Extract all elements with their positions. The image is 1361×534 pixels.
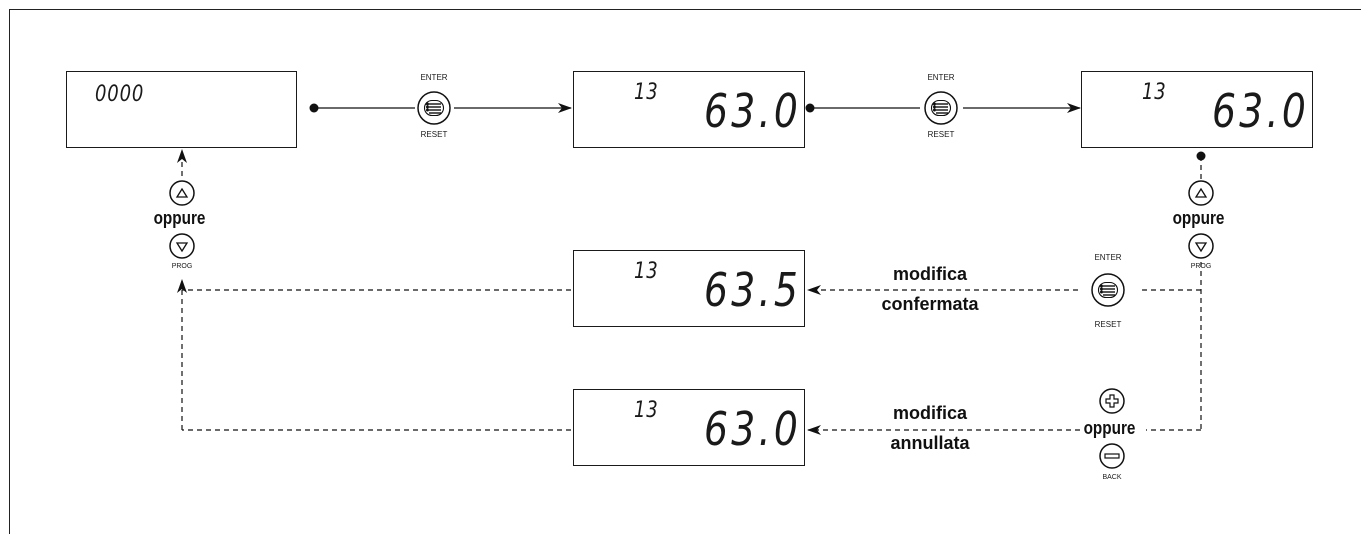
plus-button[interactable] (1099, 388, 1125, 414)
or-label: oppure (1171, 208, 1226, 229)
display-select: 13 63.0 (573, 71, 805, 148)
reset-caption: RESET (420, 130, 448, 139)
display-code: 0000 (95, 82, 145, 107)
annullata-label: annullata (890, 433, 970, 453)
back-caption: BACK (1102, 474, 1122, 481)
triangle-down-icon (1194, 242, 1208, 253)
display-confirmed: 13 63.5 (573, 250, 805, 327)
diagram-frame (9, 9, 1361, 534)
parameter-value-blinking: 63.0 (1212, 84, 1310, 138)
reset-caption: RESET (1094, 320, 1122, 329)
enter-button-3[interactable] (1091, 273, 1125, 307)
reset-caption: RESET (927, 130, 955, 139)
prog-caption: PROG (171, 263, 193, 270)
triangle-up-icon (175, 187, 189, 198)
triangle-up-icon (1194, 187, 1208, 198)
prog-caption: PROG (1190, 263, 1212, 270)
parameter-value: 63.5 (704, 263, 802, 317)
parameter-number: 13 (634, 398, 659, 423)
down-button-left[interactable] (169, 233, 195, 259)
modifica-label-cancel: modifica (892, 403, 967, 423)
menu-lines-icon (1097, 281, 1119, 299)
minus-icon (1104, 453, 1120, 459)
enter-button-1[interactable] (417, 91, 451, 125)
up-button-right[interactable] (1188, 180, 1214, 206)
parameter-number: 13 (1142, 80, 1167, 105)
parameter-value: 63.0 (704, 84, 802, 138)
menu-lines-icon (423, 99, 445, 117)
top-flow-lines (309, 103, 1081, 113)
left-return-flow (177, 149, 571, 431)
menu-lines-icon (930, 99, 952, 117)
up-button-left[interactable] (169, 180, 195, 206)
enter-caption: ENTER (420, 73, 448, 82)
parameter-value: 63.0 (704, 402, 802, 456)
enter-caption: ENTER (1094, 253, 1122, 262)
triangle-down-icon (175, 242, 189, 253)
or-label: oppure (152, 208, 207, 229)
right-dashed-flow (807, 151, 1206, 435)
display-initial: 0000 (66, 71, 297, 148)
plus-icon (1105, 394, 1119, 408)
parameter-number: 13 (634, 80, 659, 105)
display-edit: 13 63.0 (1081, 71, 1313, 148)
minus-button[interactable] (1099, 443, 1125, 469)
enter-button-2[interactable] (924, 91, 958, 125)
enter-caption: ENTER (927, 73, 955, 82)
confermata-label: confermata (881, 294, 979, 314)
parameter-number: 13 (634, 259, 659, 284)
down-button-right[interactable] (1188, 233, 1214, 259)
display-cancelled: 13 63.0 (573, 389, 805, 466)
modifica-label-confirm: modifica (892, 264, 967, 284)
or-label: oppure (1082, 418, 1137, 439)
